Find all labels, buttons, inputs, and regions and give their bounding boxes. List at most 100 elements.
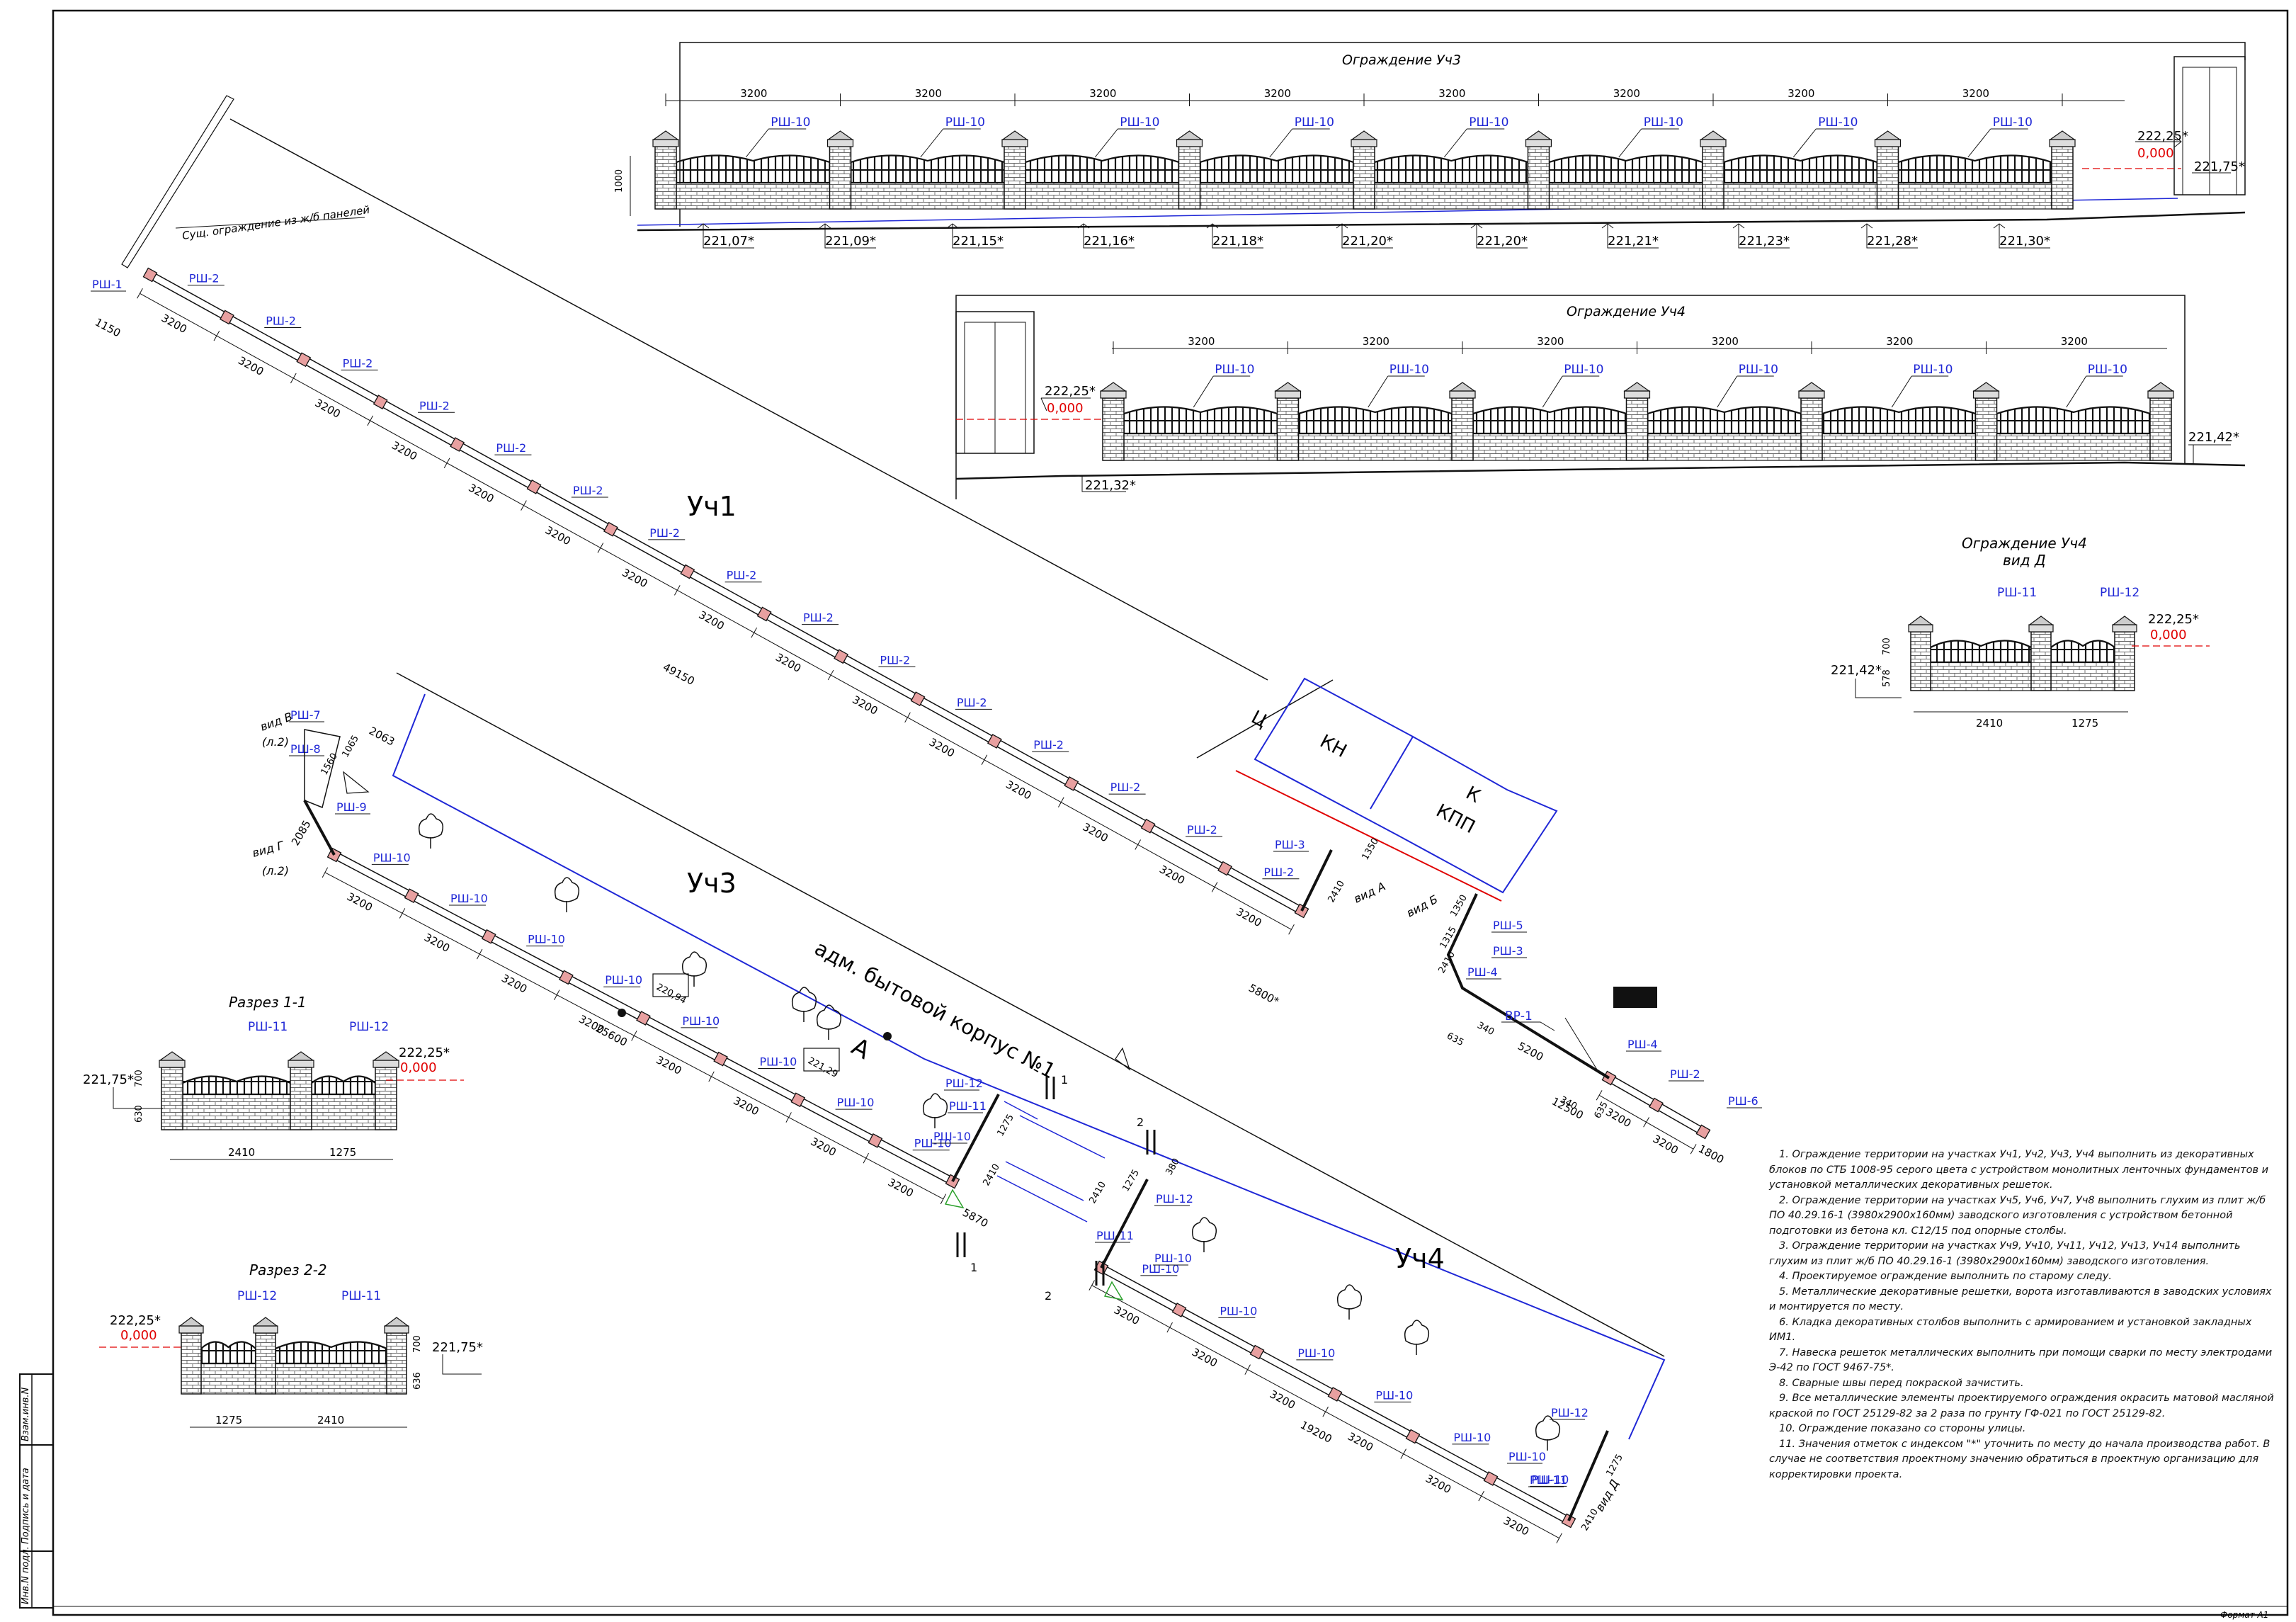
vr1-label: ВР-1 <box>1505 1009 1533 1023</box>
elevation-marker <box>1860 223 1918 249</box>
point-a-label: А <box>847 1033 875 1065</box>
panel-label: РШ-10 <box>373 851 411 864</box>
elevation-marker <box>1601 223 1659 249</box>
post-cap <box>826 139 854 147</box>
panel-label: РШ-2 <box>957 696 987 709</box>
brick-post <box>654 146 677 210</box>
brick-post <box>829 146 852 210</box>
post-cap <box>1351 139 1377 147</box>
panel-label: РШ-10 <box>837 1096 875 1109</box>
post-cap <box>1798 390 1825 399</box>
dim-3200: 3200 <box>1234 905 1263 929</box>
dim-tick <box>399 908 406 919</box>
ground-elevation: 221,16* <box>1084 234 1135 249</box>
brick-post <box>2149 397 2172 461</box>
panel-label: РШ-2 <box>573 484 603 497</box>
section-1-mark: 1 <box>1061 1073 1068 1087</box>
dim-3200: 3200 <box>1423 1472 1453 1496</box>
post-cap <box>1274 390 1302 399</box>
metal-grille <box>1722 154 1878 184</box>
dim-578: 578 <box>1882 669 1892 687</box>
elev-222-25: 222,25* <box>110 1313 161 1328</box>
panel-label: РШ-6 <box>1728 1094 1758 1108</box>
dim-340: 340 <box>1475 1020 1496 1038</box>
ground-elevations: 221,07*221,09*221,15*221,16*221,18*221,2… <box>697 223 2050 249</box>
dim-3200: 3200 <box>466 481 496 505</box>
elevation-uch3: Ограждение Уч3 1000 3200РШ-103200РШ-1032… <box>614 42 2246 249</box>
panel-label: РШ-8 <box>290 742 321 756</box>
view-d-title-1: Ограждение Уч4 <box>1962 535 2087 552</box>
dim-3200: 3200 <box>159 312 189 336</box>
metal-grille <box>1929 640 2033 664</box>
fence-line <box>152 271 1304 909</box>
post-cap <box>1001 139 1028 147</box>
dim-tick <box>1166 1322 1173 1333</box>
note-item: 7. Навеска решеток металлических выполни… <box>1769 1346 2273 1374</box>
dim-tick <box>1288 924 1295 935</box>
leader-line <box>1368 375 1425 408</box>
panel-label: РШ-10 <box>1220 1304 1257 1317</box>
uch3-label: Уч3 <box>687 868 737 899</box>
panel-label: РШ-4 <box>1627 1038 1658 1051</box>
leader-line <box>1717 375 1774 408</box>
dim-3200: 3200 <box>422 931 452 955</box>
format-label: Формат А1 <box>2220 1610 2268 1620</box>
note-item: 2. Ограждение территории на участках Уч5… <box>1769 1194 2266 1237</box>
fence-post <box>680 564 695 579</box>
rsh10-label: РШ-10 <box>1913 363 1953 377</box>
post-cap <box>1100 390 1127 399</box>
brick-post <box>1702 146 1724 210</box>
section-1-1: Разрез 1-1 РШ-11 РШ-12 222,25* 0,000 221… <box>83 994 464 1160</box>
dim-700: 700 <box>412 1335 423 1353</box>
dim-1150: 1150 <box>93 316 123 340</box>
dim-tick <box>1244 1364 1251 1375</box>
dim-3200: 3200 <box>1081 820 1110 844</box>
post-cap-top <box>2112 616 2137 625</box>
brick-wall <box>1548 182 1703 210</box>
panel-label: РШ-4 <box>1467 965 1498 979</box>
rsh10-label: РШ-10 <box>1644 115 1683 130</box>
leader-line <box>1443 128 1505 158</box>
post-cap-top <box>1351 130 1377 140</box>
panel-label: РШ-5 <box>1493 919 1523 932</box>
panel-label: РШ-2 <box>1033 738 1064 752</box>
dim-19200: 19200 <box>1298 1419 1334 1446</box>
rsh11-label: РШ-11 <box>248 1020 288 1034</box>
tree-icon <box>418 813 444 849</box>
fence-post <box>1405 1429 1421 1444</box>
post-cap <box>2147 390 2174 399</box>
panel-label: РШ-10 <box>682 1014 720 1028</box>
panel-label: РШ-2 <box>1670 1067 1700 1081</box>
dim-3200: 3200 <box>345 890 375 914</box>
panel-label: РШ-10 <box>605 973 642 987</box>
fence-post <box>603 521 618 537</box>
dim-2410: 2410 <box>228 1146 255 1159</box>
brick-wall <box>1723 182 1878 210</box>
dim-3200: 3200 <box>850 693 880 718</box>
dim-2410: 2410 <box>1087 1180 1108 1206</box>
elevation-marker <box>1206 223 1263 249</box>
dim-1275: 1275 <box>995 1113 1016 1138</box>
post-cap-top <box>2147 382 2174 392</box>
leader-line <box>920 128 981 158</box>
fence-bays <box>652 130 2076 210</box>
rsh10-label: РШ-10 <box>1120 115 1159 130</box>
brick-wall <box>1025 182 1180 210</box>
panel-label: РШ-3 <box>1275 838 1305 851</box>
fence-line <box>1446 893 1610 1079</box>
dim-tick <box>1556 1533 1562 1543</box>
panel-label: РШ-11 <box>1096 1229 1134 1242</box>
ground-elevation: 221,18* <box>1212 234 1263 249</box>
tree-icon <box>1404 1320 1430 1355</box>
leader-line <box>1269 128 1330 158</box>
metal-grille <box>2050 640 2116 664</box>
leader-line <box>2066 375 2123 408</box>
fence-uch3: 3200РШ-103200РШ-103200РШ-103200РШ-103200… <box>322 847 960 1205</box>
brick-post <box>375 1067 397 1130</box>
brick-post <box>2051 146 2074 210</box>
post-cap-top <box>1874 130 1902 140</box>
elev-221-75: 221,75* <box>432 1340 483 1355</box>
leader-line <box>1792 128 1854 158</box>
dim-3200: 3200 <box>1613 87 1640 100</box>
brick-post <box>1102 397 1125 461</box>
